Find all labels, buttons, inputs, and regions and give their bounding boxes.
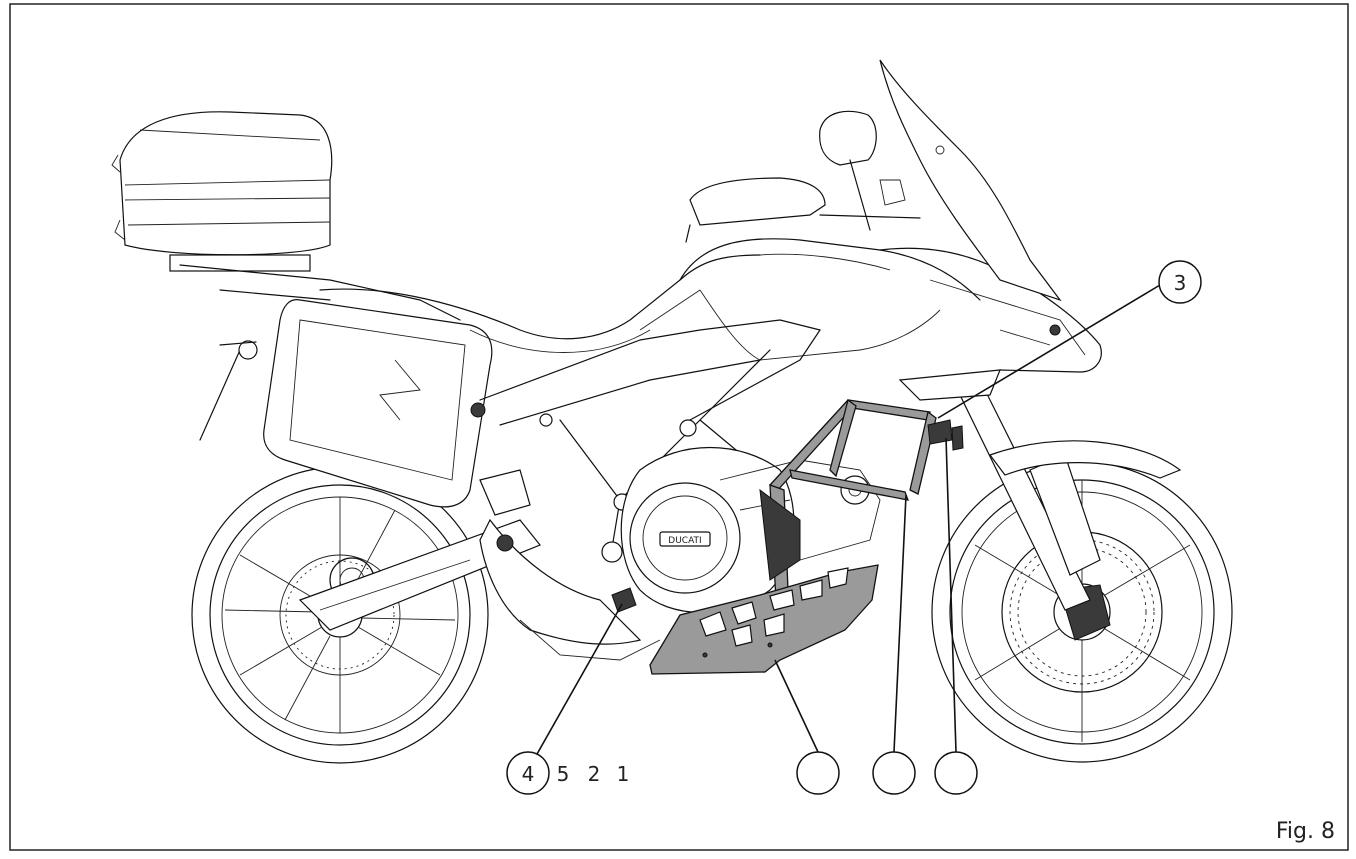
side-case bbox=[263, 299, 493, 508]
callout-blank-c bbox=[934, 751, 978, 795]
callout-1: 1 bbox=[617, 762, 630, 786]
figure-border bbox=[9, 3, 1349, 851]
mirror bbox=[819, 110, 877, 166]
handguard bbox=[689, 177, 826, 226]
front-wheel bbox=[931, 461, 1233, 763]
top-case bbox=[111, 111, 333, 272]
front-mudguard bbox=[989, 440, 1182, 479]
engine-plug bbox=[611, 587, 637, 613]
engine: DUCATI bbox=[620, 447, 881, 613]
callout-blank-b bbox=[872, 751, 916, 795]
swingarm bbox=[298, 519, 541, 631]
callout-5: 5 bbox=[557, 762, 570, 786]
callout-3: 3 bbox=[1158, 260, 1202, 304]
sump-guard bbox=[649, 564, 879, 675]
footrest bbox=[479, 469, 531, 516]
callout-leaders bbox=[527, 284, 1161, 771]
exhaust bbox=[479, 518, 642, 645]
engine-logo: DUCATI bbox=[668, 536, 701, 546]
figure-label: Fig. 8 bbox=[1276, 819, 1335, 844]
callout-blank-a bbox=[796, 751, 840, 795]
svg-text:3: 3 bbox=[1174, 271, 1187, 295]
svg-text:4: 4 bbox=[522, 762, 535, 786]
callout-2: 2 bbox=[588, 762, 601, 786]
motorcycle-body bbox=[319, 59, 1102, 401]
callout-4: 4 bbox=[506, 751, 550, 795]
windscreen bbox=[879, 59, 1062, 302]
